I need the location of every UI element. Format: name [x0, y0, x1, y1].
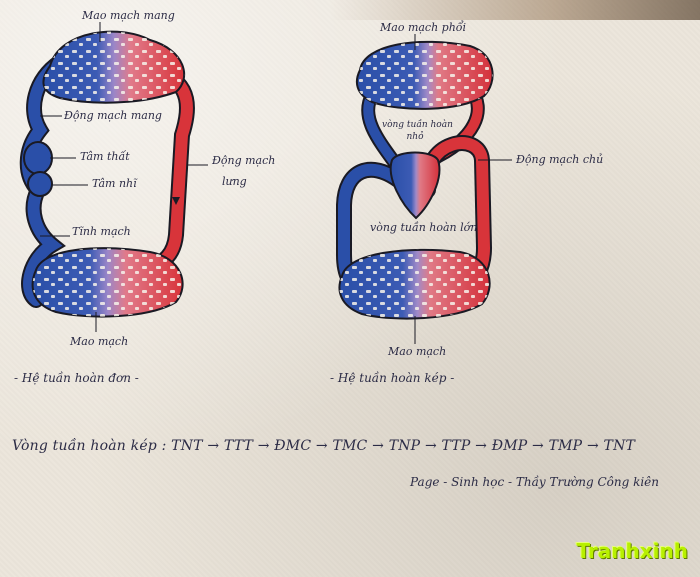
label-aorta: Động mạch chủ	[516, 153, 604, 166]
label-gill-capillary: Mao mạch mang	[82, 9, 175, 22]
double-circulation-sequence: Vòng tuần hoàn kép : TNT → TTT → ĐMC → T…	[12, 438, 636, 454]
label-double-capillary: Mao mạch	[388, 345, 447, 358]
single-heart-ventricle	[23, 141, 53, 175]
label-single-capillary: Mao mạch	[70, 335, 129, 348]
label-dorsal-artery-line2: lưng	[222, 175, 247, 188]
label-ventricle: Tâm thất	[80, 150, 130, 163]
single-circuit	[19, 22, 208, 332]
caption-double-circulation: - Hệ tuần hoàn kép -	[330, 371, 455, 385]
label-gill-artery: Động mạch mang	[64, 109, 162, 122]
double-circuit	[336, 34, 512, 344]
caption-single-circulation: - Hệ tuần hoàn đơn -	[14, 371, 139, 385]
label-pulmonary-circuit-line2: nhỏ	[406, 132, 424, 142]
shadow-edge	[330, 0, 700, 20]
credit-line: Page - Sinh học - Thầy Trường Công kiên	[410, 475, 660, 489]
double-heart	[389, 151, 441, 220]
label-systemic-circuit: vòng tuần hoàn lớn	[370, 221, 478, 234]
single-heart-atrium	[27, 171, 53, 197]
label-dorsal-artery-line1: Động mạch	[212, 154, 276, 167]
watermark: Tranhxinh	[576, 539, 688, 563]
label-atrium: Tâm nhĩ	[92, 177, 137, 190]
label-pulmonary-circuit-line1: vòng tuần hoàn	[382, 120, 453, 130]
label-lung-capillary: Mao mạch phổi	[380, 21, 467, 34]
label-vein: Tĩnh mạch	[72, 225, 131, 238]
